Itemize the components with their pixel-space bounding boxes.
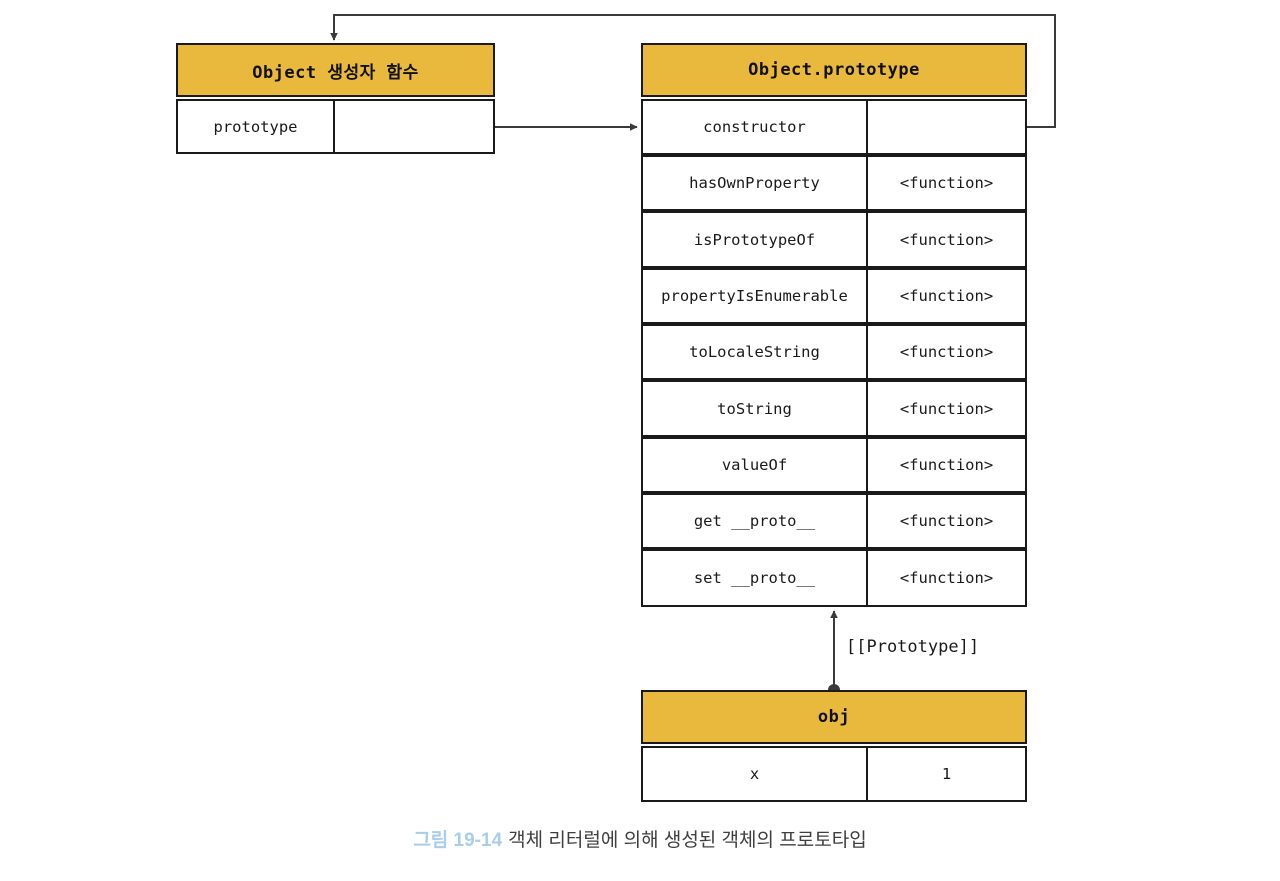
constructor-box-row-prototype: prototype bbox=[176, 99, 495, 154]
prototype-box-row: toLocaleString <function> bbox=[641, 324, 1027, 380]
prototype-box-row-key: propertyIsEnumerable bbox=[643, 270, 868, 322]
prototype-box-row: propertyIsEnumerable <function> bbox=[641, 268, 1027, 324]
prototype-box-row: isPrototypeOf <function> bbox=[641, 211, 1027, 268]
object-box-row-x: x 1 bbox=[641, 746, 1027, 802]
constructor-box-header: Object 생성자 함수 bbox=[176, 43, 495, 97]
prototype-box-row: get __proto__ <function> bbox=[641, 493, 1027, 549]
prototype-link-label: [[Prototype]] bbox=[846, 637, 980, 657]
constructor-box-row-prototype-key: prototype bbox=[178, 101, 335, 152]
wire-obj-prototype-link bbox=[828, 610, 840, 696]
prototype-box-row-value: <function> bbox=[899, 343, 994, 361]
prototype-box-row-value: <function> bbox=[899, 456, 994, 474]
prototype-box-row: valueOf <function> bbox=[641, 437, 1027, 493]
prototype-box-row: constructor bbox=[641, 99, 1027, 155]
prototype-box-row-key: hasOwnProperty bbox=[643, 157, 868, 209]
prototype-box-row-value: <function> bbox=[899, 399, 994, 418]
prototype-box-row-key: toString bbox=[643, 382, 868, 435]
prototype-box-header: Object.prototype bbox=[641, 43, 1027, 97]
prototype-box-row-key: valueOf bbox=[643, 439, 868, 491]
prototype-box-row-value: <function> bbox=[899, 512, 994, 530]
prototype-box-row-value bbox=[868, 101, 1025, 153]
prototype-box-row-key: toLocaleString bbox=[643, 326, 868, 378]
prototype-box-row-value: <function> bbox=[899, 287, 994, 305]
prototype-box-row-value: <function> bbox=[899, 174, 994, 192]
prototype-box-row-value: <function> bbox=[899, 569, 994, 587]
prototype-box-row: set __proto__ <function> bbox=[641, 549, 1027, 607]
prototype-box-row-key: set __proto__ bbox=[643, 551, 868, 605]
figure-number: 그림 19-14 bbox=[413, 830, 503, 851]
object-box-header: obj bbox=[641, 690, 1027, 744]
prototype-box-row: hasOwnProperty <function> bbox=[641, 155, 1027, 211]
prototype-box-row: toString <function> bbox=[641, 380, 1027, 437]
object-box-row-x-value: 1 bbox=[941, 765, 952, 783]
figure-caption-text: 객체 리터럴에 의해 생성된 객체의 프로토타입 bbox=[508, 830, 867, 851]
prototype-box-row-key: isPrototypeOf bbox=[643, 213, 868, 266]
prototype-box-row-key: constructor bbox=[643, 101, 868, 153]
constructor-box-row-prototype-value bbox=[335, 101, 493, 152]
prototype-box-row-key: get __proto__ bbox=[643, 495, 868, 547]
prototype-box-row-value: <function> bbox=[899, 230, 994, 249]
object-box-row-x-key: x bbox=[643, 748, 868, 800]
